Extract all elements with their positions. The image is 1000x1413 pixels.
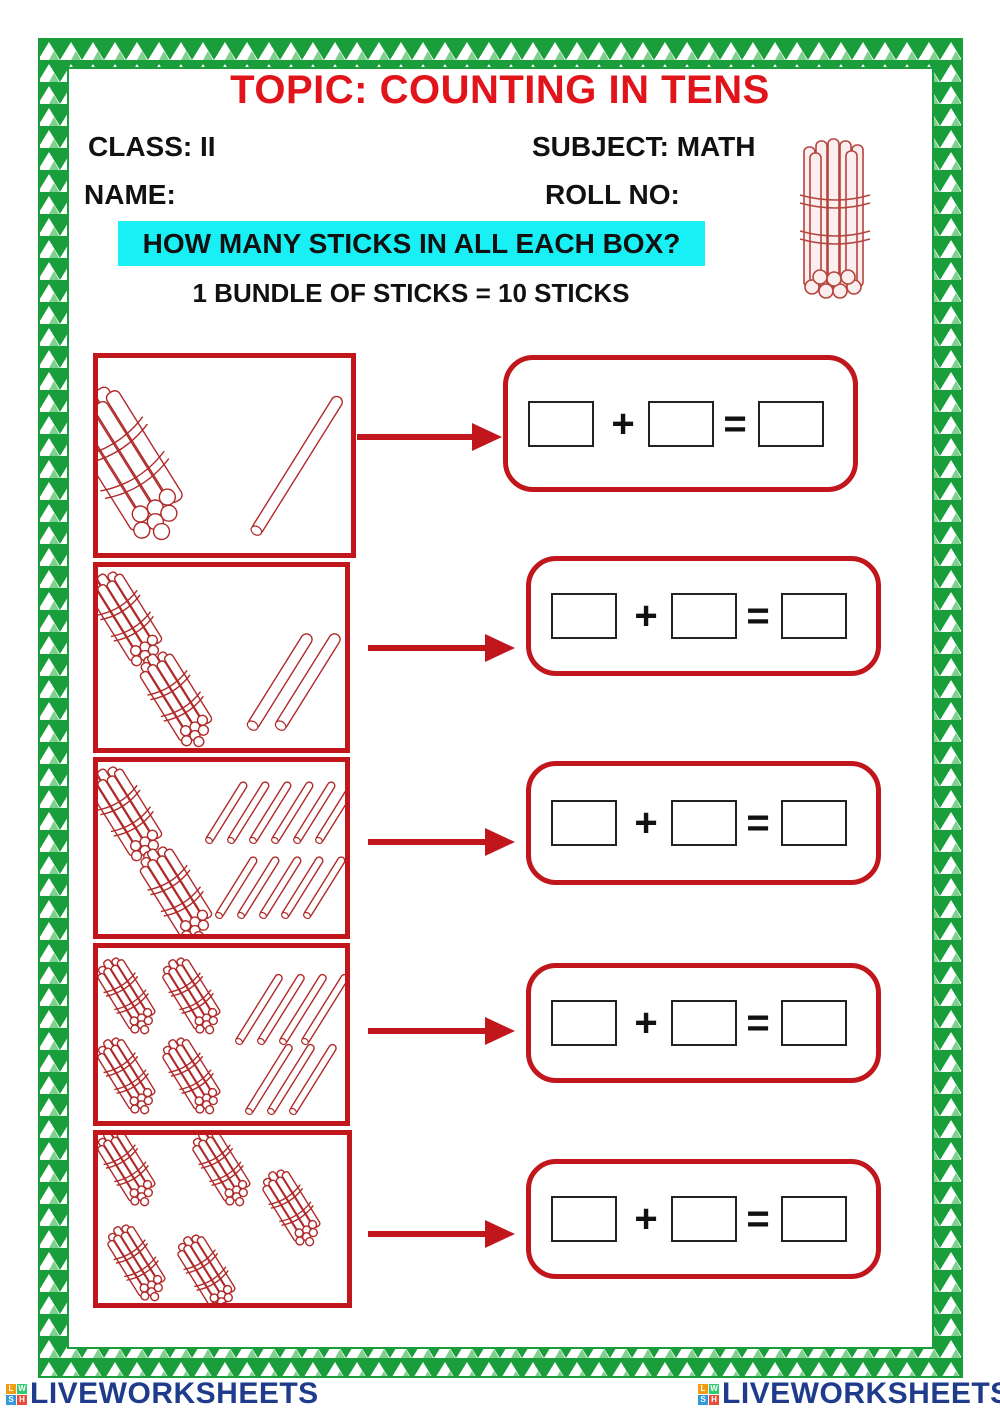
brand-text: LIVEWORKSHEETS [30, 1377, 319, 1410]
sticks-illustration [98, 386, 343, 541]
single-stick-icon [266, 1043, 315, 1116]
arrow-right-icon [368, 828, 515, 856]
bundle-note: 1 BUNDLE OF STICKS = 10 STICKS [192, 278, 630, 308]
exercise-picture-box [93, 562, 350, 753]
single-stick-icon [314, 781, 345, 845]
plus-sign: + [634, 1001, 658, 1045]
single-stick-icon [214, 856, 258, 920]
tens-answer-field[interactable] [528, 400, 594, 447]
tens-answer-field[interactable] [551, 1000, 617, 1046]
stick-bundle-icon [262, 1169, 321, 1247]
tens-answer-field[interactable] [551, 593, 617, 639]
arrow-right-icon [357, 423, 502, 451]
ones-answer-field[interactable] [671, 1000, 737, 1046]
single-stick-icon [236, 856, 280, 920]
single-stick-icon [226, 781, 270, 845]
answer-box: += [503, 355, 858, 492]
equals-sign: = [723, 401, 747, 446]
single-stick-icon [244, 1043, 293, 1116]
single-stick-icon [288, 1043, 337, 1116]
stick-bundle-icon [162, 957, 221, 1035]
class-label: CLASS: II [88, 131, 216, 162]
exercise-picture-box [93, 353, 356, 558]
total-answer-field[interactable] [781, 593, 847, 639]
brand-text: LIVEWORKSHEETS [722, 1377, 1000, 1410]
equals-sign: = [746, 1197, 770, 1241]
equals-sign: = [746, 594, 770, 638]
single-stick-icon [302, 856, 345, 920]
tens-answer-field[interactable] [551, 1196, 617, 1242]
single-stick-icon [248, 781, 292, 845]
single-stick-icon [278, 973, 327, 1046]
sticks-illustration [98, 957, 345, 1116]
stick-bundle-icon [162, 1037, 221, 1115]
ones-answer-field[interactable] [671, 800, 737, 846]
stick-bundle-icon [98, 1135, 156, 1207]
stick-bundle-icon [107, 1224, 166, 1302]
sticks-illustration [98, 571, 341, 748]
arrow-right-icon [368, 1220, 515, 1248]
name-label: NAME: [84, 179, 176, 210]
single-stick-icon [300, 973, 345, 1046]
plus-sign: + [634, 1197, 658, 1241]
total-answer-field[interactable] [758, 400, 824, 447]
answer-box: += [526, 963, 881, 1083]
exercise-picture-box [93, 1130, 352, 1308]
decorative-frame [38, 38, 963, 1378]
single-stick-icon [234, 973, 283, 1046]
single-stick-icon [292, 781, 336, 845]
stick-bundle-icon [98, 1037, 156, 1115]
single-stick-icon [256, 973, 305, 1046]
single-stick-icon [246, 633, 313, 731]
tens-answer-field[interactable] [551, 800, 617, 846]
plus-sign: + [611, 401, 635, 446]
exercise-picture-box [93, 943, 350, 1126]
single-stick-icon [258, 856, 302, 920]
stick-bundle-icon [98, 571, 163, 668]
single-stick-icon [250, 395, 343, 536]
worksheet-title: TOPIC: COUNTING IN TENS [230, 68, 770, 112]
stick-bundle-icon [139, 846, 213, 934]
total-answer-field[interactable] [781, 1196, 847, 1242]
plus-sign: + [634, 801, 658, 845]
stick-bundle-icon [98, 957, 156, 1035]
answer-box: += [526, 761, 881, 885]
single-stick-icon [280, 856, 324, 920]
arrow-right-icon [368, 1017, 515, 1045]
ones-answer-field[interactable] [648, 400, 714, 447]
single-stick-icon [204, 781, 248, 845]
question-banner: HOW MANY STICKS IN ALL EACH BOX? [118, 221, 705, 266]
total-answer-field[interactable] [781, 800, 847, 846]
arrow-right-icon [368, 634, 515, 662]
stick-bundle-icon [139, 651, 213, 748]
equals-sign: = [746, 801, 770, 845]
plus-sign: + [634, 594, 658, 638]
total-answer-field[interactable] [781, 1000, 847, 1046]
single-stick-icon [274, 633, 341, 731]
roll-no-label: ROLL NO: [545, 179, 680, 210]
ones-answer-field[interactable] [671, 1196, 737, 1242]
single-stick-icon [270, 781, 314, 845]
sticks-illustration [98, 766, 345, 934]
stick-bundle-icon [192, 1135, 251, 1207]
stick-bundle-icon [98, 386, 183, 541]
stick-bundle-icon [177, 1234, 236, 1303]
stick-bundle-icon [799, 138, 871, 299]
subject-label: SUBJECT: MATH [532, 131, 756, 162]
answer-box: += [526, 1159, 881, 1279]
sticks-illustration [98, 1135, 321, 1303]
answer-box: += [526, 556, 881, 676]
ones-answer-field[interactable] [671, 593, 737, 639]
exercise-picture-box [93, 757, 350, 939]
equals-sign: = [746, 1001, 770, 1045]
